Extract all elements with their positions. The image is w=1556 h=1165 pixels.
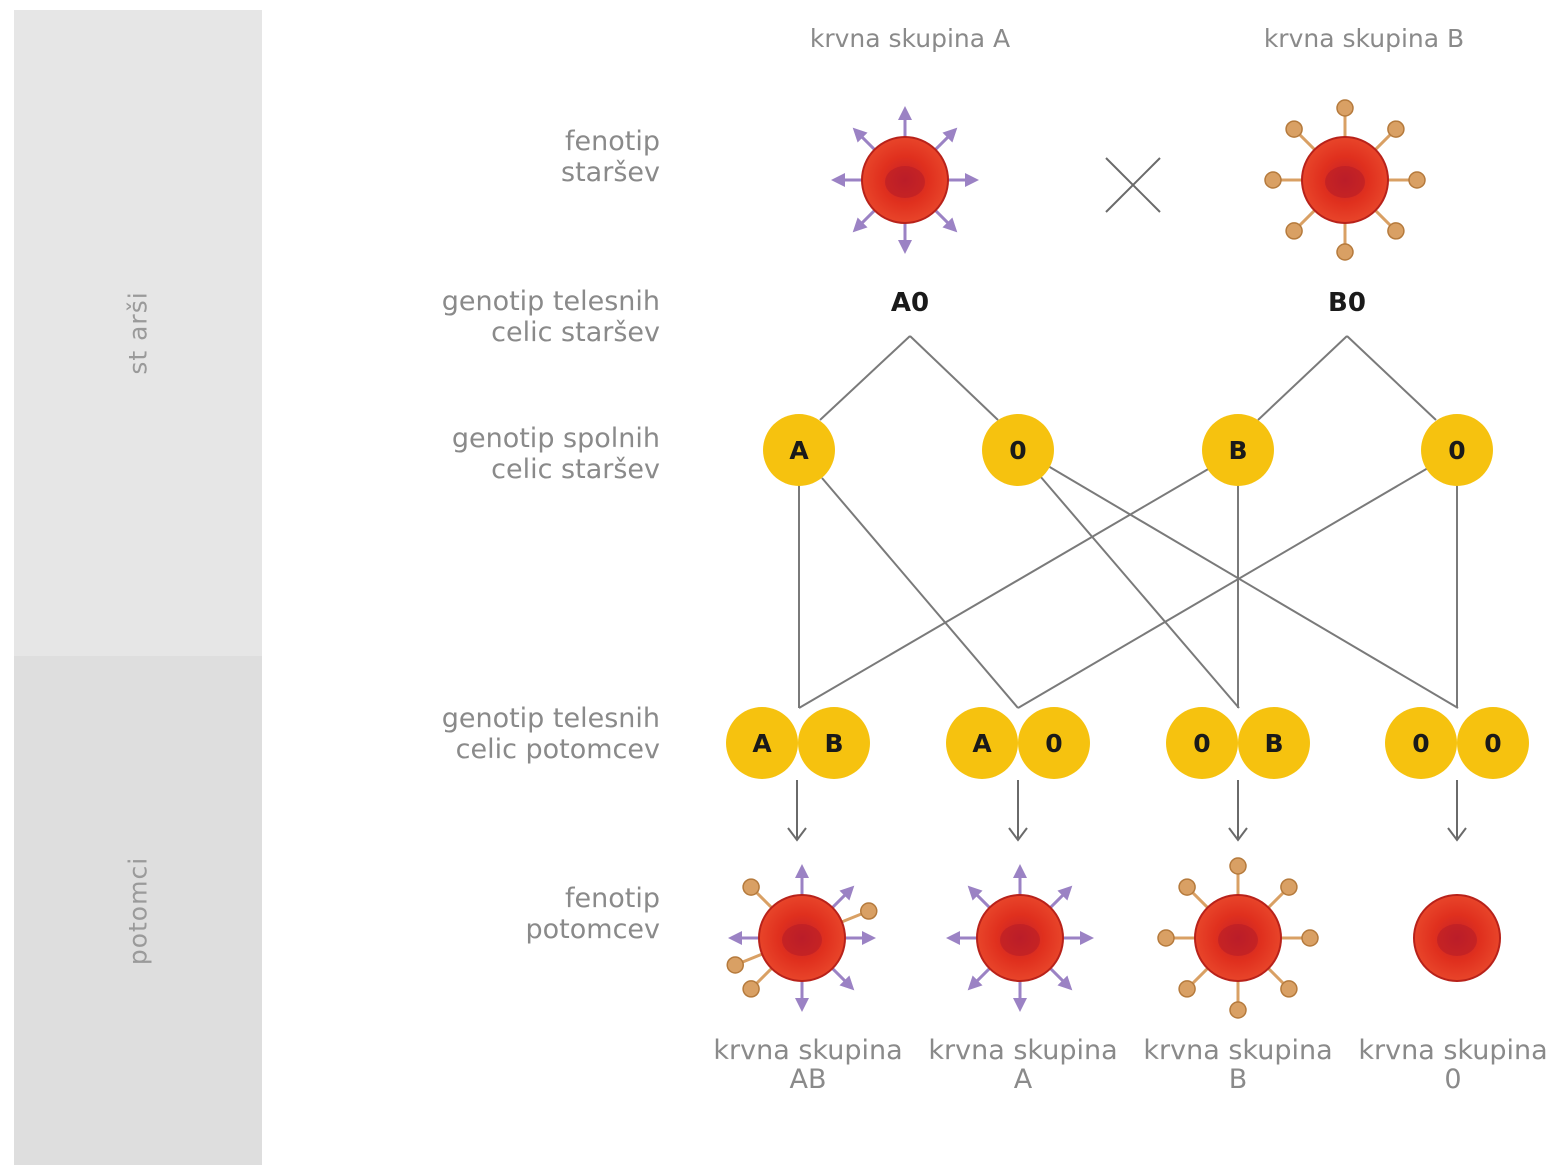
row-label-offspring-phenotype: fenotip potomcev <box>525 883 661 945</box>
offspring-caption-b: krvna skupina B <box>1143 1035 1333 1095</box>
blood-cell-a-icon <box>831 106 979 254</box>
connector-a0-to-a <box>819 335 911 421</box>
parents-section: st arši <box>14 10 262 656</box>
blood-cell-0-icon <box>1413 894 1501 982</box>
connector-b-to-ab <box>798 467 1211 709</box>
blood-cells <box>726 99 1501 1019</box>
connector-a0-to-0 <box>909 335 999 421</box>
parent-b-blood-group-label: krvna skupina B <box>1263 24 1465 53</box>
gamete-offspring-connectors <box>798 465 1459 709</box>
offspring-arrows <box>787 780 1467 842</box>
blood-cell-ab-icon <box>726 864 878 1012</box>
connector-0-to-0b <box>1039 475 1240 709</box>
connector-0-to-00-left <box>1047 465 1459 709</box>
parent-b-genotype: B0 <box>1328 288 1366 318</box>
blood-cell-b-icon <box>1157 857 1319 1019</box>
arrow-down-icon <box>1008 780 1028 842</box>
offspring-caption-a: krvna skupina A <box>928 1035 1118 1095</box>
offspring-allele: A <box>726 707 798 779</box>
row-label-parent-somatic-genotype: genotip telesnih celic staršev <box>441 286 660 348</box>
gamete-allele: 0 <box>982 414 1054 486</box>
parent-gamete-connectors <box>819 335 1437 421</box>
offspring-allele: B <box>798 707 870 779</box>
offspring-allele: 0 <box>1457 707 1529 779</box>
gamete-allele: 0 <box>1421 414 1493 486</box>
row-label-parent-gamete-genotype: genotip spolnih celic staršev <box>451 423 660 485</box>
offspring-allele: 0 <box>1385 707 1457 779</box>
gamete-allele: A <box>763 414 835 486</box>
parent-a-genotype: A0 <box>890 288 930 318</box>
offspring-section: potomci <box>14 656 262 1165</box>
row-label-offspring-somatic-genotype: genotip telesnih celic potomcev <box>441 703 660 765</box>
arrow-down-icon <box>787 780 807 842</box>
offspring-caption-0: krvna skupina 0 <box>1358 1035 1548 1095</box>
offspring-caption-ab: krvna skupina AB <box>713 1035 903 1095</box>
gamete-allele: B <box>1202 414 1274 486</box>
offspring-allele: B <box>1238 707 1310 779</box>
offspring-allele: 0 <box>1166 707 1238 779</box>
arrow-down-icon <box>1447 780 1467 842</box>
connector-0-to-a0 <box>1017 467 1429 709</box>
offspring-allele: 0 <box>1018 707 1090 779</box>
blood-cell-b-icon <box>1264 99 1426 261</box>
connector-b0-to-0 <box>1346 335 1437 421</box>
parent-a-blood-group-label: krvna skupina A <box>809 24 1011 53</box>
arrow-down-icon <box>1228 780 1248 842</box>
offspring-allele: A <box>946 707 1018 779</box>
row-label-parent-phenotype: fenotip staršev <box>561 126 660 188</box>
blood-cell-a-icon <box>946 864 1094 1012</box>
cross-icon <box>1105 157 1161 213</box>
connector-b0-to-b <box>1257 335 1348 421</box>
connector-a-to-a0 <box>821 477 1019 709</box>
